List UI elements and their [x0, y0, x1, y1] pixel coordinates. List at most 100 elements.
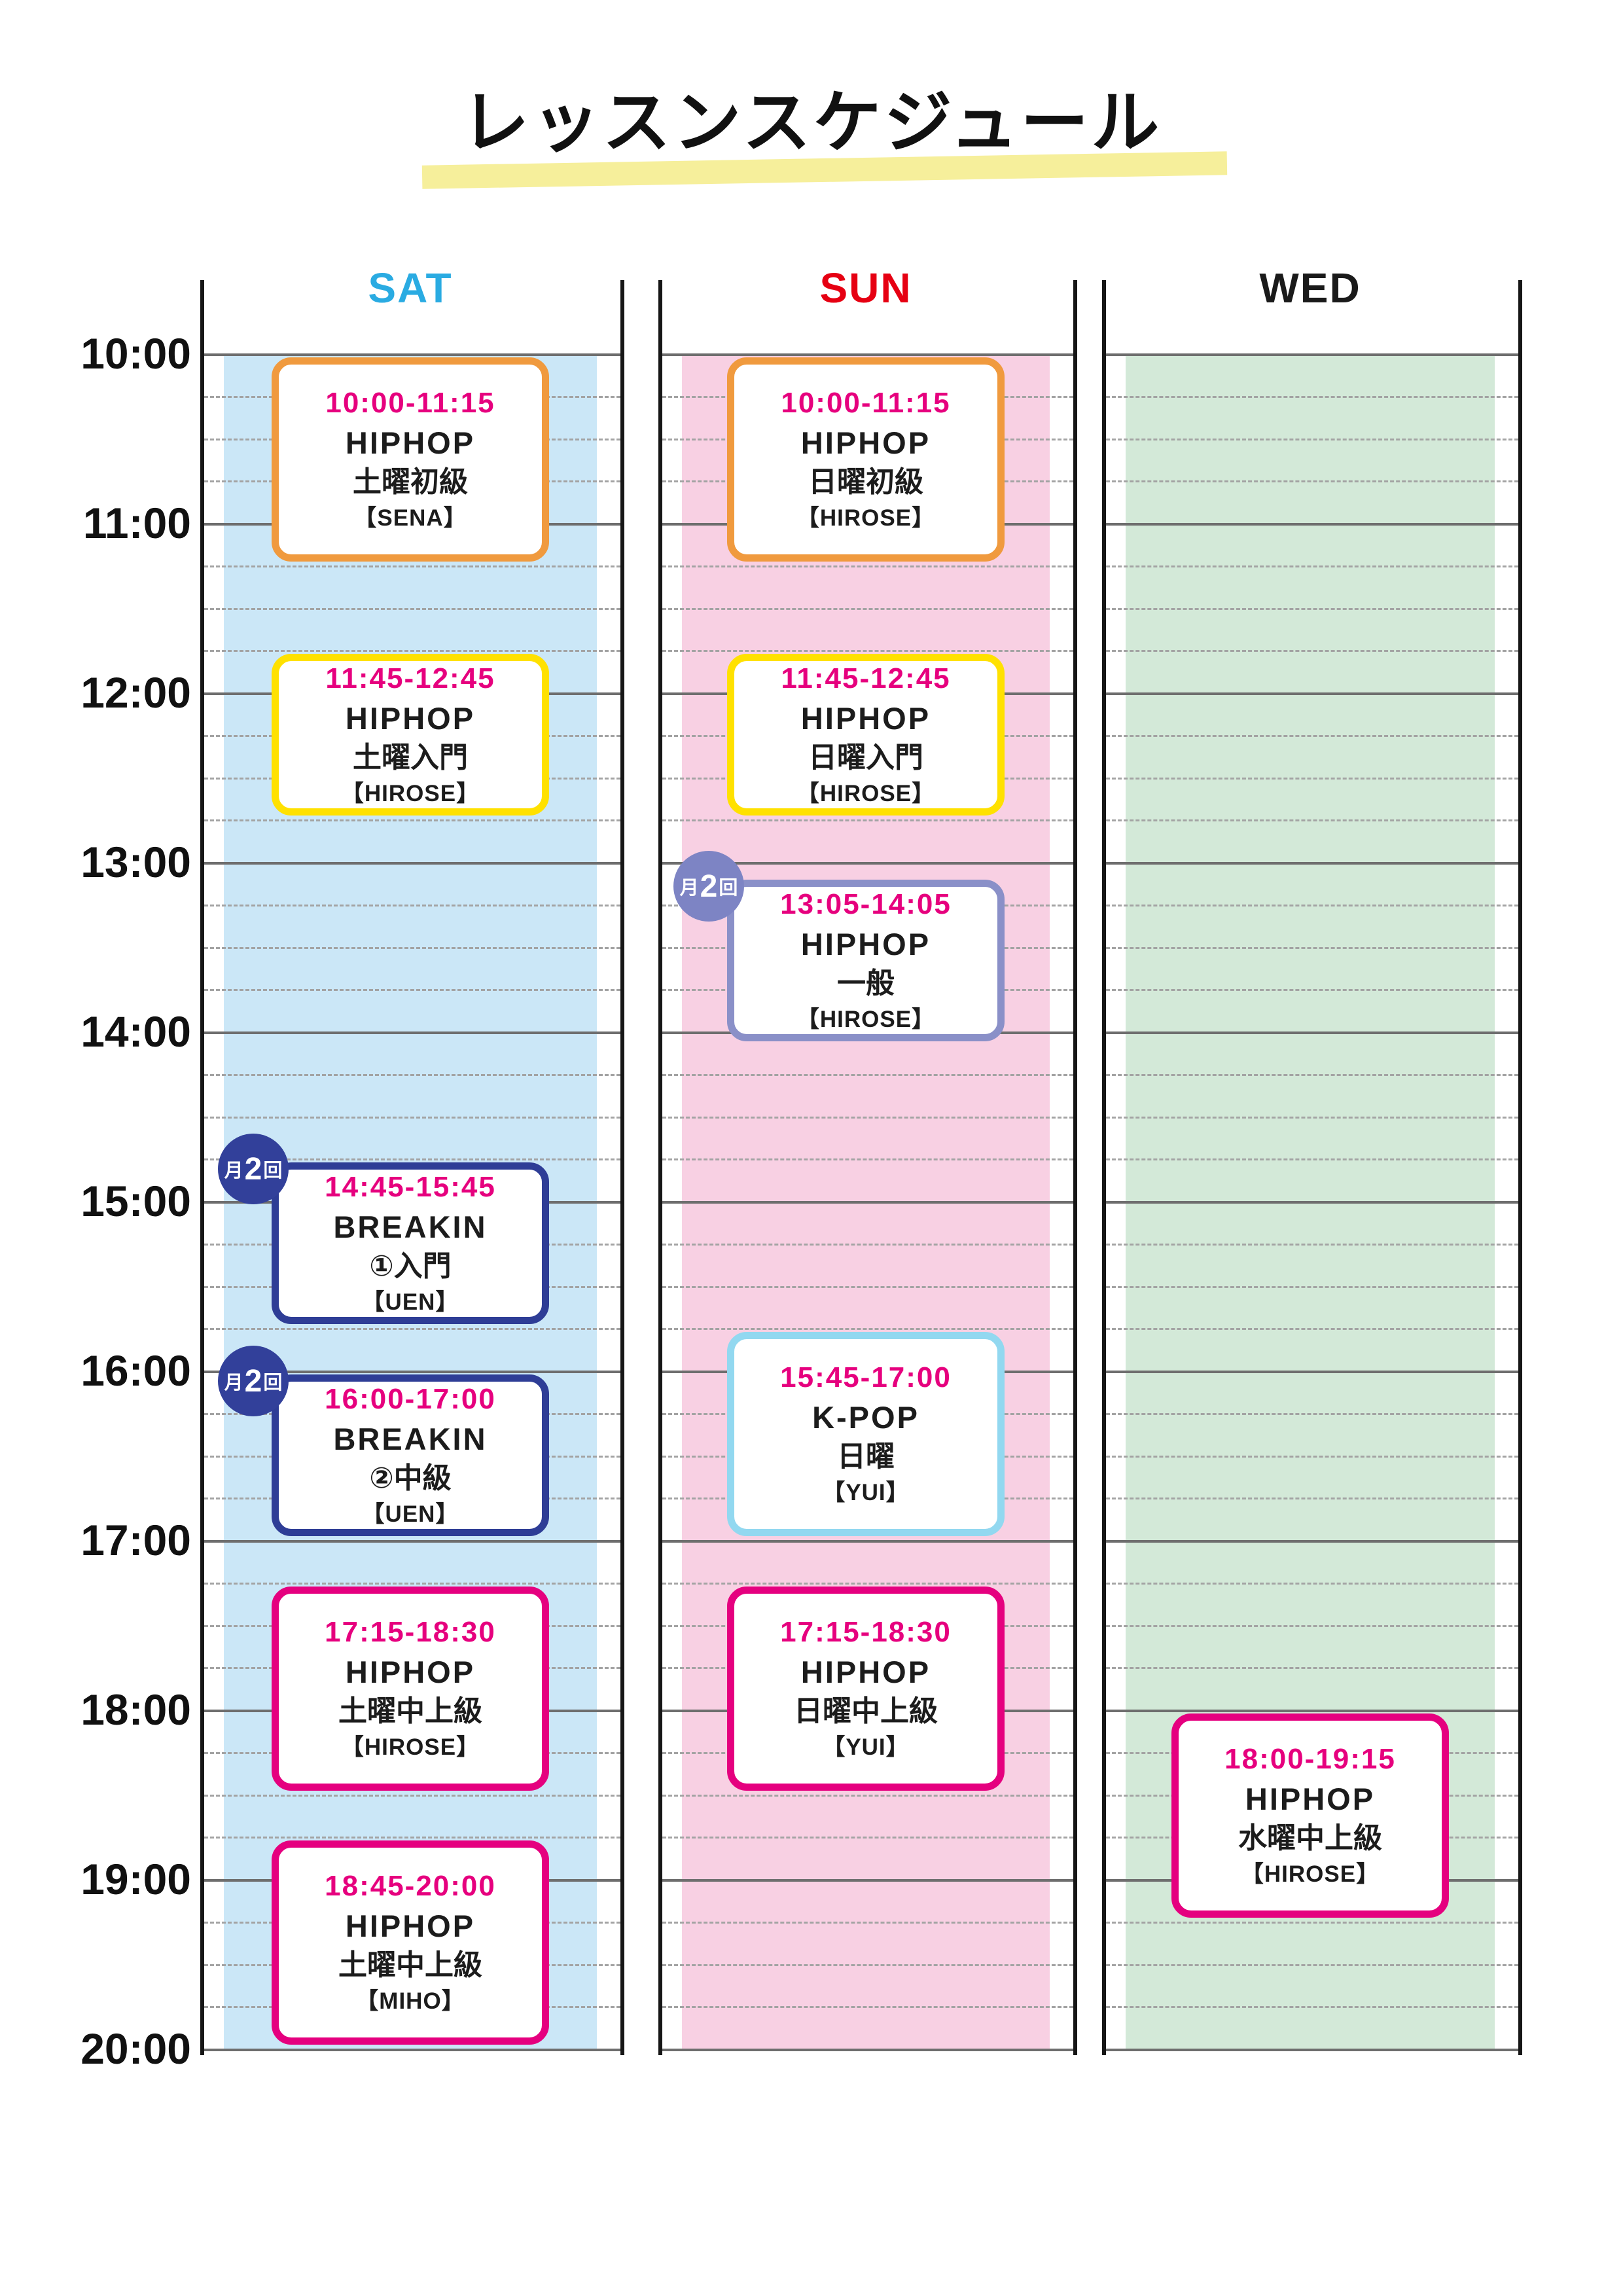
lesson-level: 日曜初級: [808, 465, 923, 498]
lesson-time: 17:15-18:30: [780, 1615, 952, 1648]
quarter-gridline: [1106, 1964, 1518, 1966]
time-label: 10:00: [80, 329, 191, 378]
lesson-level: 土曜初級: [353, 465, 468, 498]
lesson-name: HIPHOP: [345, 425, 476, 460]
quarter-gridline: [204, 946, 620, 949]
quarter-gridline: [1106, 565, 1518, 567]
hour-gridline: [1106, 1710, 1518, 1712]
lesson-instructor: 【HIROSE】: [340, 1734, 480, 1760]
quarter-gridline: [204, 904, 620, 906]
hour-gridline: [204, 1540, 620, 1543]
lesson-level: 土曜入門: [353, 741, 468, 774]
quarter-gridline: [204, 565, 620, 567]
quarter-gridline: [1106, 1667, 1518, 1670]
hour-gridline: [204, 1371, 620, 1373]
column-rule-left-sat: [200, 280, 204, 2055]
time-label: 13:00: [80, 838, 191, 886]
quarter-gridline: [1106, 607, 1518, 610]
hour-gridline: [204, 1031, 620, 1034]
lesson-time: 10:00-11:15: [781, 386, 951, 419]
quarter-gridline: [662, 1285, 1073, 1288]
column-rule-right-wed: [1518, 280, 1522, 2055]
quarter-gridline: [204, 1328, 620, 1331]
quarter-gridline: [204, 1158, 620, 1161]
quarter-gridline: [662, 2006, 1073, 2009]
quarter-gridline: [1106, 1921, 1518, 1924]
lesson-time: 14:45-15:45: [325, 1170, 496, 1203]
time-label: 16:00: [80, 1346, 191, 1395]
column-rule-right-sat: [620, 280, 624, 2055]
lesson-time: 18:45-20:00: [325, 1870, 496, 1903]
quarter-gridline: [662, 1158, 1073, 1161]
quarter-gridline: [662, 1328, 1073, 1331]
quarter-gridline: [1106, 1116, 1518, 1119]
quarter-gridline: [1106, 1412, 1518, 1415]
lesson-instructor: 【HIROSE】: [340, 780, 480, 806]
lesson-level: ②中級: [369, 1462, 452, 1494]
column-header-sat: SAT: [368, 264, 453, 312]
lesson-name: BREAKIN: [333, 1209, 488, 1244]
hour-gridline: [1106, 523, 1518, 526]
lesson-name: HIPHOP: [800, 425, 931, 460]
lesson-instructor: 【MIHO】: [355, 1988, 465, 2015]
lesson-instructor: 【HIROSE】: [796, 1006, 936, 1032]
badge-text: 2: [244, 1363, 262, 1399]
lesson-level: 水曜中上級: [1238, 1821, 1382, 1854]
hour-gridline: [662, 1879, 1073, 1882]
quarter-gridline: [204, 1116, 620, 1119]
hour-gridline: [204, 2049, 620, 2051]
time-label: 12:00: [80, 668, 191, 717]
quarter-gridline: [1106, 650, 1518, 653]
lesson-instructor: 【UEN】: [361, 1501, 459, 1527]
quarter-gridline: [662, 650, 1073, 653]
lesson-time: 16:00-17:00: [325, 1382, 496, 1415]
quarter-gridline: [1106, 904, 1518, 906]
quarter-gridline: [662, 819, 1073, 822]
hour-gridline: [1106, 692, 1518, 695]
badge-text: 2: [700, 869, 718, 904]
badge-text: 月: [679, 878, 699, 899]
quarter-gridline: [1106, 734, 1518, 737]
lesson-time: 11:45-12:45: [325, 662, 495, 694]
lesson-level: 一般: [837, 967, 895, 999]
lesson-name: HIPHOP: [345, 1909, 476, 1944]
time-label: 18:00: [80, 1685, 191, 1734]
time-label: 17:00: [80, 1516, 191, 1564]
badge-text: 月: [224, 1160, 243, 1182]
hour-gridline: [204, 353, 620, 356]
quarter-gridline: [1106, 1582, 1518, 1585]
quarter-gridline: [1106, 480, 1518, 483]
quarter-gridline: [204, 1837, 620, 1839]
lesson-time: 15:45-17:00: [780, 1361, 952, 1394]
hour-gridline: [1106, 1031, 1518, 1034]
quarter-gridline: [1106, 1498, 1518, 1500]
badge-text: 回: [719, 878, 738, 899]
quarter-gridline: [662, 1073, 1073, 1076]
lesson-instructor: 【HIROSE】: [796, 505, 936, 531]
lesson-name: HIPHOP: [1245, 1781, 1376, 1816]
quarter-gridline: [204, 650, 620, 653]
lesson-instructor: 【HIROSE】: [796, 780, 936, 806]
quarter-gridline: [1106, 1455, 1518, 1458]
lesson-instructor: 【YUI】: [822, 1480, 910, 1506]
lesson-level: 日曜中上級: [794, 1695, 938, 1727]
page-title: レッスンスケジュール: [461, 85, 1162, 161]
badge-text: 月: [224, 1372, 243, 1393]
hour-gridline: [1106, 862, 1518, 865]
hour-gridline: [662, 1201, 1073, 1204]
quarter-gridline: [662, 1794, 1073, 1797]
quarter-gridline: [662, 1582, 1073, 1585]
column-header-wed: WED: [1259, 264, 1361, 312]
quarter-gridline: [662, 1921, 1073, 1924]
quarter-gridline: [204, 989, 620, 992]
hour-gridline: [662, 353, 1073, 356]
hour-gridline: [204, 862, 620, 865]
lesson-instructor: 【SENA】: [353, 505, 467, 531]
